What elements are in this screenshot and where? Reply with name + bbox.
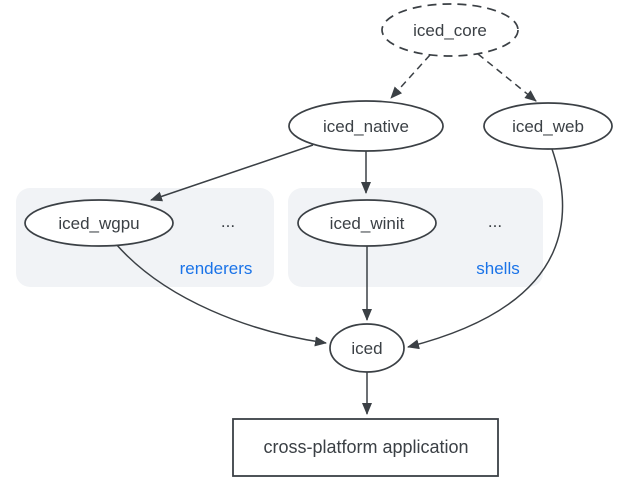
edge-native-to-wgpu <box>150 144 314 202</box>
iced-winit-label: iced_winit <box>330 214 405 233</box>
node-iced-core: iced_core <box>381 3 519 57</box>
edge-core-to-native <box>390 54 431 99</box>
node-iced-wgpu: iced_wgpu <box>24 199 174 247</box>
renderers-ellipsis: ... <box>221 212 235 231</box>
edge-web-to-iced <box>407 148 564 350</box>
iced-web-ellipse <box>483 102 613 150</box>
application-box <box>232 418 499 477</box>
node-iced-web: iced_web <box>483 102 613 150</box>
iced-core-label: iced_core <box>413 21 487 40</box>
application-label: cross-platform application <box>263 437 468 457</box>
iced-label: iced <box>351 339 382 358</box>
node-application: cross-platform application <box>232 418 499 477</box>
iced-winit-ellipse <box>297 199 437 247</box>
iced-wgpu-label: iced_wgpu <box>58 214 139 233</box>
node-iced-native: iced_native <box>288 100 444 152</box>
node-iced-winit: iced_winit <box>297 199 437 247</box>
node-iced: iced <box>329 323 405 373</box>
iced-web-label: iced_web <box>512 117 584 136</box>
iced-wgpu-ellipse <box>24 199 174 247</box>
iced-native-label: iced_native <box>323 117 409 136</box>
shells-ellipsis: ... <box>488 212 502 231</box>
edge-core-to-web <box>477 53 537 102</box>
shells-group-label: shells <box>476 259 519 278</box>
iced-core-ellipse <box>381 3 519 57</box>
edge-wgpu-to-iced <box>115 243 327 347</box>
renderers-group-label: renderers <box>180 259 253 278</box>
iced-native-ellipse <box>288 100 444 152</box>
iced-ellipse <box>329 323 405 373</box>
